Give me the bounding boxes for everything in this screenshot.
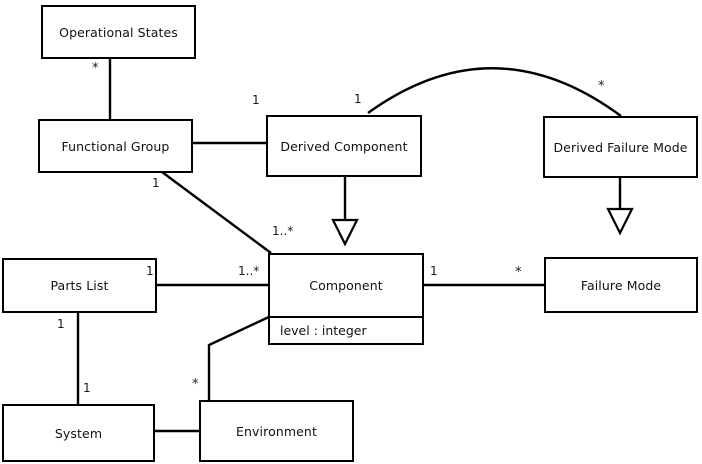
mult-fg-component: 1 [152, 176, 160, 190]
mult-env-component: * [192, 377, 199, 392]
class-name-environment: Environment [236, 423, 317, 439]
class-name-functional-group: Functional Group [61, 138, 170, 154]
class-name-derived-failure-mode: Derived Failure Mode [553, 139, 688, 155]
mult-component-fm: 1 [430, 264, 438, 278]
class-name-operational-states: Operational States [59, 24, 178, 40]
assoc-component-environment [207, 314, 272, 400]
mult-dc-arc: 1 [354, 92, 362, 106]
class-attribute-component: level : integer [270, 316, 422, 343]
class-box-failure-mode[interactable]: Failure Mode [544, 257, 698, 313]
mult-partslist-component: 1 [146, 264, 154, 278]
class-box-derived-component[interactable]: Derived Component [266, 115, 422, 177]
mult-component-fg: 1..* [272, 224, 294, 238]
class-box-derived-failure-mode[interactable]: Derived Failure Mode [543, 116, 698, 178]
mult-fg-dc: 1 [252, 93, 260, 107]
class-name-component: Component [309, 278, 383, 293]
class-name-failure-mode: Failure Mode [580, 277, 662, 293]
class-box-system[interactable]: System [2, 404, 155, 462]
class-name-parts-list: Parts List [50, 278, 109, 293]
assoc-functionalgroup-component [161, 171, 272, 254]
mult-fm-component: * [515, 265, 522, 280]
mult-component-partslist: 1..* [238, 264, 260, 278]
arc-derived-component-derived-failure-mode [367, 67, 622, 117]
class-box-environment[interactable]: Environment [199, 400, 354, 462]
class-name-derived-component: Derived Component [280, 138, 408, 154]
gen-derivedfailuremode-failuremode-triangle-icon [606, 207, 634, 236]
class-box-functional-group[interactable]: Functional Group [38, 119, 193, 173]
generalization-arrows [331, 177, 634, 247]
mult-dfm-arc: * [598, 79, 605, 94]
class-box-parts-list[interactable]: Parts List [2, 258, 157, 313]
class-box-component[interactable]: Component level : integer [268, 253, 424, 345]
association-lines [76, 59, 544, 433]
mult-partslist-system: 1 [57, 317, 65, 331]
class-name-system: System [54, 425, 103, 441]
gen-derivedcomponent-component-triangle-icon [331, 218, 359, 247]
class-box-operational-states[interactable]: Operational States [41, 5, 196, 59]
mult-opstates-fg: * [92, 61, 99, 76]
mult-system-partslist: 1 [83, 381, 91, 395]
